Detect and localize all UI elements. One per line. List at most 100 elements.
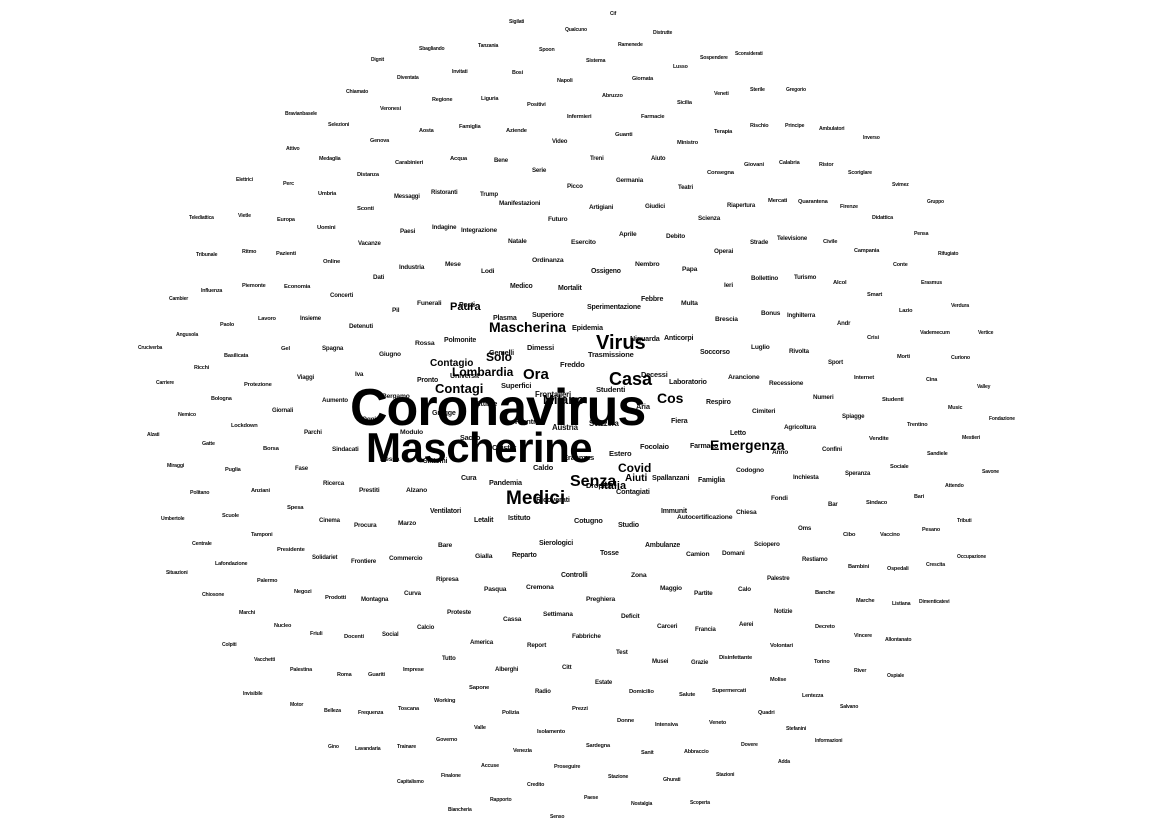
cloud-word: Futuro [548, 216, 568, 223]
cloud-word: Acqua [450, 156, 468, 162]
cloud-word: Motor [290, 702, 304, 708]
cloud-word: Istituto [508, 513, 531, 522]
cloud-word: Domani [722, 550, 745, 557]
cloud-word: Puglia [225, 467, 241, 473]
cloud-word: Integrazione [461, 227, 497, 234]
cloud-word: Social [382, 632, 399, 638]
cloud-word: Aerei [739, 621, 754, 628]
cloud-word: Concerti [330, 292, 354, 299]
cloud-word: Operai [714, 248, 734, 255]
cloud-word: Studenti [596, 385, 626, 394]
cloud-word: Angusola [176, 332, 199, 338]
cloud-word: Invisibile [243, 691, 263, 697]
cloud-word: Respiro [706, 399, 731, 406]
cloud-word: Didattica [872, 215, 893, 221]
cloud-word: Cassa [503, 616, 522, 623]
cloud-word: Accuse [481, 763, 499, 769]
cloud-word: Sapone [469, 685, 490, 691]
cloud-word: Venezia [513, 748, 532, 754]
cloud-word: Allontanato [885, 637, 912, 643]
keyword-italia: Italia [601, 480, 627, 492]
cloud-word: Numeri [813, 394, 834, 401]
cloud-word: Sociale [890, 464, 909, 470]
cloud-word: Smart [867, 292, 883, 298]
cloud-word: Spagna [322, 345, 344, 352]
cloud-word: Universit [450, 371, 479, 380]
cloud-word: Scoperta [690, 800, 710, 806]
cloud-word: Biancheria [448, 807, 472, 813]
cloud-word: Cinema [319, 517, 340, 524]
cloud-word: Campania [854, 248, 880, 254]
keyword-cos: Cos [657, 390, 684, 406]
cloud-word: Vertice [978, 330, 994, 336]
cloud-word: Sindaco [866, 500, 888, 506]
cloud-word: Letto [730, 430, 746, 437]
cloud-word: Parchi [304, 429, 322, 436]
cloud-word: Ritmo [242, 249, 257, 255]
cloud-word: Ricchi [194, 365, 209, 371]
cloud-word: Speranza [845, 471, 871, 477]
cloud-word: Governo [436, 737, 458, 743]
cloud-word: Serie [532, 167, 547, 174]
cloud-word: Sandiele [927, 451, 948, 457]
cloud-word: Vacanze [358, 240, 381, 247]
cloud-word: Anziani [251, 488, 270, 494]
cloud-word: Mercati [768, 198, 788, 204]
cloud-word: Farmacie [641, 114, 665, 120]
cloud-word: Sicilia [677, 100, 692, 106]
cloud-word: Alcol [833, 280, 847, 286]
cloud-word: Pronto [417, 377, 438, 384]
cloud-word: Abruzzo [602, 93, 623, 99]
cloud-word: Pensa [914, 231, 929, 237]
cloud-word: Terapia [714, 129, 733, 135]
cloud-word: Palermo [257, 578, 278, 584]
cloud-word: Cif [610, 11, 617, 17]
cloud-word: Artigiani [589, 204, 614, 211]
cloud-word: Ghurati [663, 777, 681, 783]
cloud-word: Cina [926, 377, 938, 383]
cloud-word: Mese [445, 261, 461, 268]
cloud-word: Controlli [561, 572, 588, 579]
cloud-word: Immunit [661, 508, 687, 515]
cloud-word: Ossigeno [591, 268, 621, 275]
cloud-word: Frequenza [358, 710, 384, 716]
cloud-word: Funerali [417, 300, 442, 307]
cloud-word: Montagna [361, 596, 389, 603]
cloud-word: Sospendere [700, 55, 728, 61]
cloud-word: Centrale [192, 541, 212, 547]
cloud-word: Vendite [869, 436, 889, 442]
cloud-word: Uomini [317, 225, 336, 231]
cloud-word: Viaggi [297, 374, 314, 381]
cloud-word: Gatte [202, 441, 215, 447]
cloud-word: Famiglia [698, 477, 725, 484]
cloud-word: Colpiti [222, 642, 237, 648]
cloud-word: Europa [277, 217, 295, 223]
cloud-word: Oggi [362, 416, 377, 423]
cloud-word: Iva [355, 371, 364, 378]
cloud-word: Carceri [657, 623, 678, 630]
cloud-word: Giornali [272, 408, 294, 414]
cloud-word: Docenti [344, 634, 364, 640]
cloud-word: Informazioni [815, 738, 843, 744]
cloud-word: Insieme [300, 316, 321, 322]
cloud-word: Test [616, 649, 628, 656]
cloud-word: Borsa [263, 446, 279, 452]
cloud-word: Cruciverba [138, 345, 163, 351]
cloud-word: Diventata [397, 75, 419, 81]
cloud-word: Credito [527, 782, 545, 788]
cloud-word: Adda [778, 759, 790, 765]
cloud-word: Ramenede [618, 42, 643, 48]
cloud-word: Prezzi [572, 706, 588, 712]
cloud-word: Riapertura [727, 203, 756, 209]
cloud-word: Focolaio [640, 442, 669, 451]
cloud-word: Salvano [840, 704, 859, 710]
cloud-word: Calcio [417, 624, 435, 631]
cloud-word: Grazie [691, 660, 709, 666]
cloud-word: Droplet [586, 481, 611, 490]
cloud-word: Trasmissione [588, 350, 634, 359]
cloud-word: Febbre [641, 296, 664, 303]
cloud-word: Paese [584, 795, 599, 801]
cloud-word: Manifestazioni [499, 200, 541, 207]
cloud-word: Valle [474, 725, 486, 731]
cloud-word: Estero [609, 449, 632, 458]
